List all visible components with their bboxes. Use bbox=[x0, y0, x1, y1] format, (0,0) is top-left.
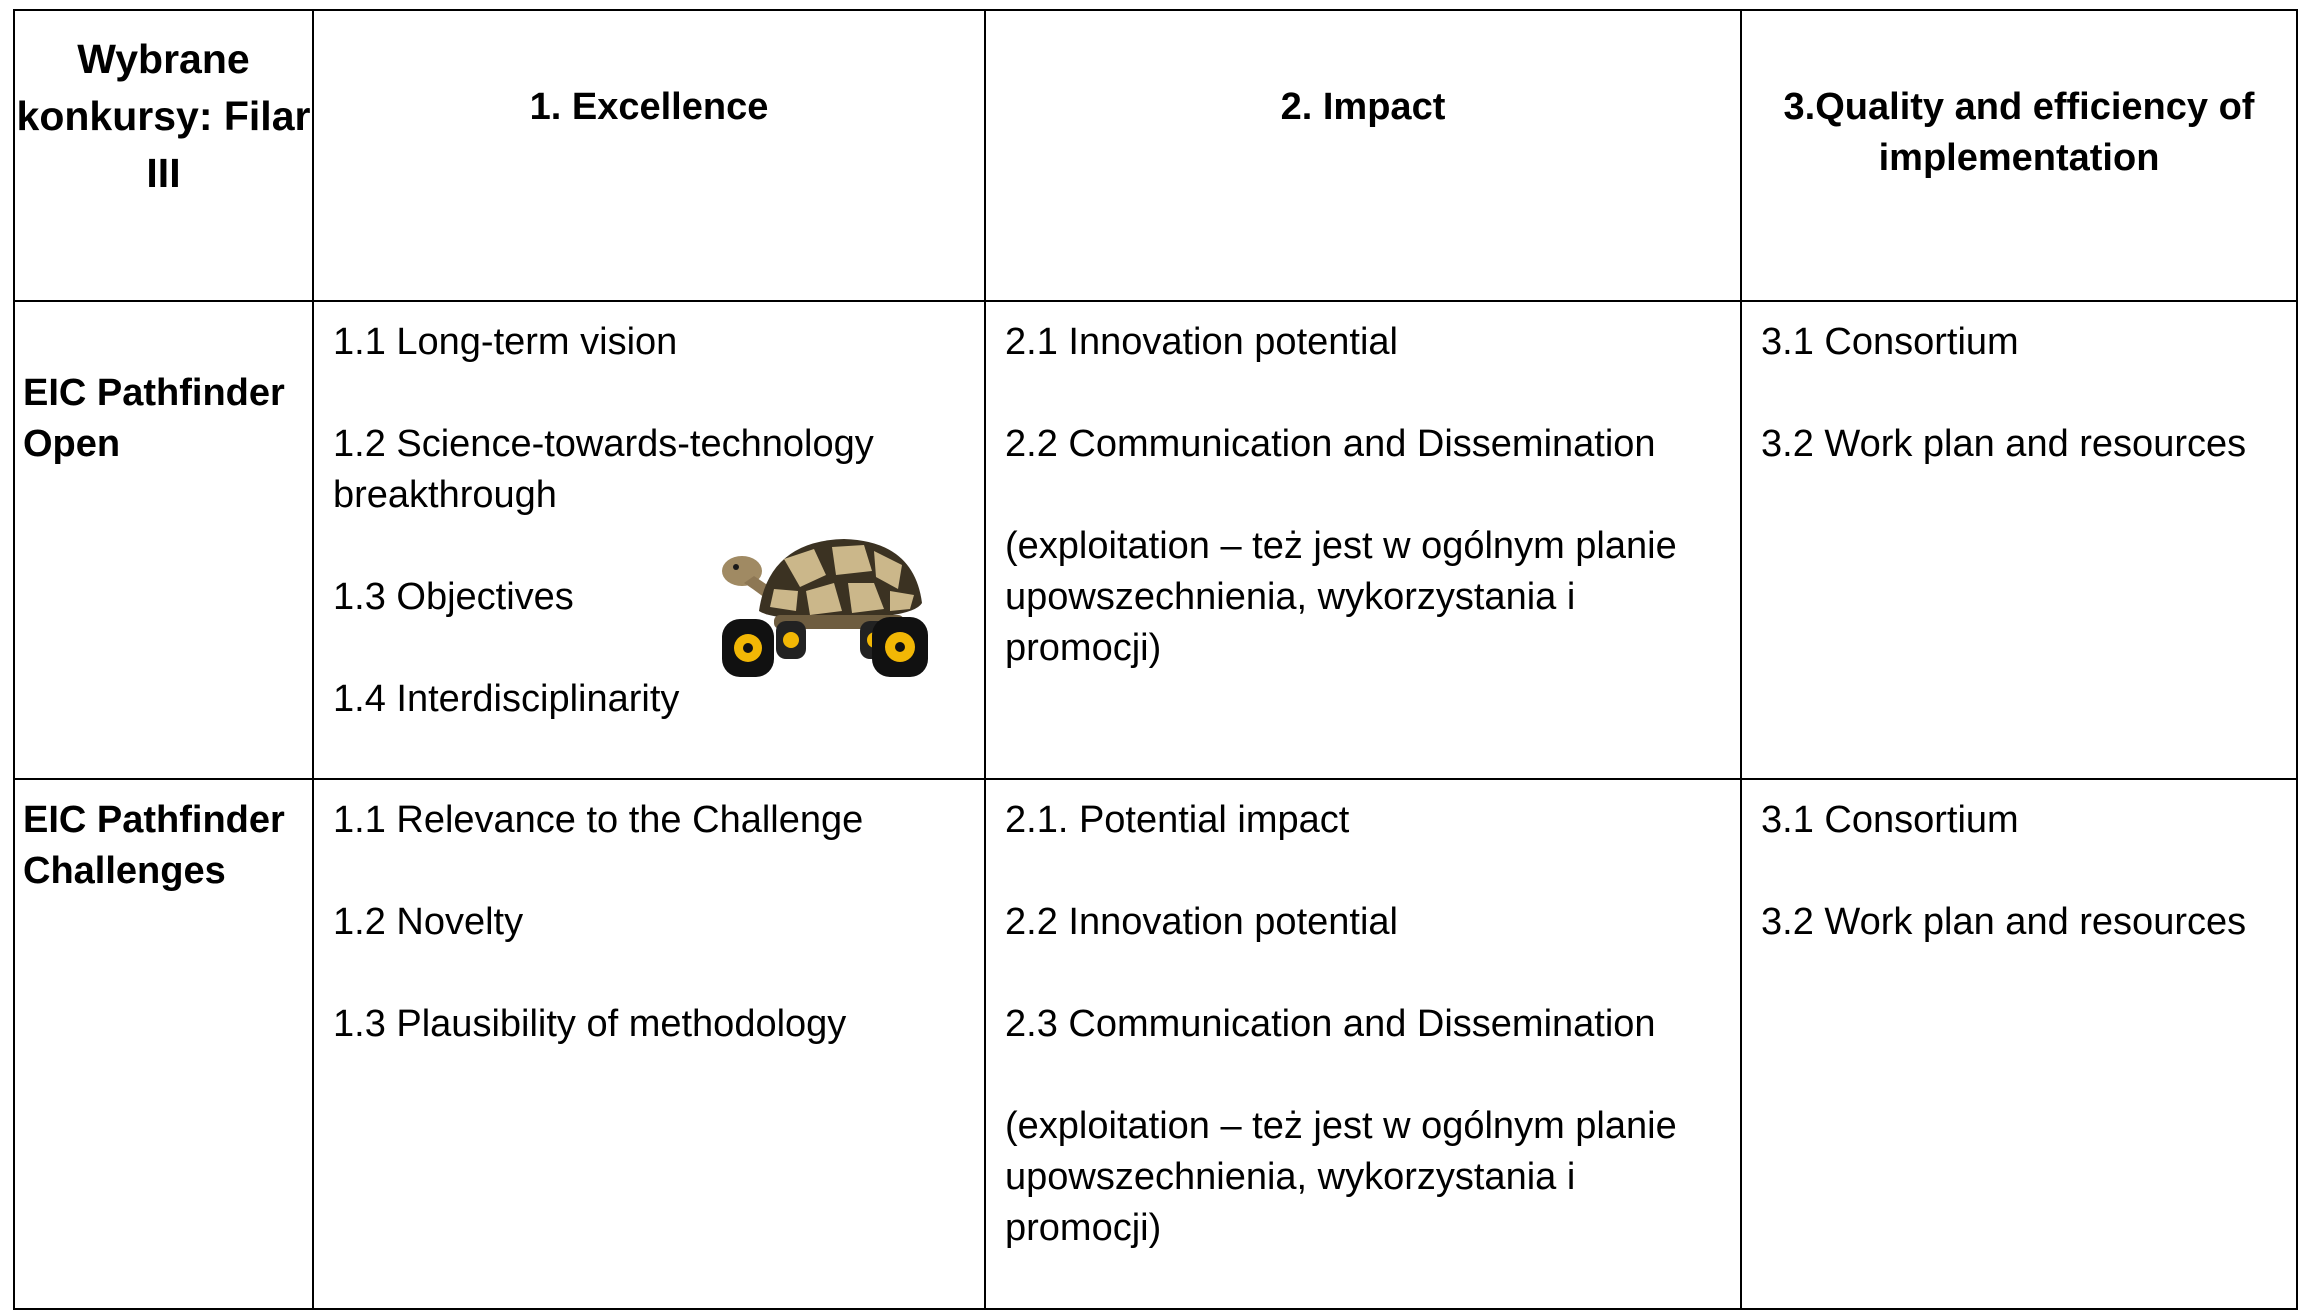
table-row-pathfinder-challenges: EIC Pathfinder Challenges 1.1 Relevance … bbox=[13, 778, 2298, 1310]
criterion-item: 1.1 Relevance to the Challenge bbox=[333, 799, 864, 841]
criterion-item: 1.4 Interdisciplinarity bbox=[333, 678, 680, 720]
table-row-pathfinder-open: EIC Pathfinder Open 1.1 Long-term vision… bbox=[13, 300, 2298, 780]
criterion-item: 1.2 Novelty bbox=[333, 901, 524, 943]
row-label: EIC Pathfinder Challenges bbox=[23, 799, 285, 892]
header-row: Wybrane konkursy: Filar III 1. Excellenc… bbox=[13, 9, 2298, 302]
excellence-cell: 1.1 Relevance to the Challenge 1.2 Novel… bbox=[312, 778, 986, 1310]
criterion-item: 1.1 Long-term vision bbox=[333, 321, 678, 363]
row-label: EIC Pathfinder Open bbox=[23, 372, 285, 465]
turtle-on-wheels-icon bbox=[722, 539, 928, 677]
criterion-item: 1.3 Plausibility of methodology bbox=[333, 1003, 847, 1045]
criterion-item: 2.1 Innovation potential bbox=[1005, 321, 1398, 363]
excellence-cell: 1.1 Long-term vision 1.2 Science-towards… bbox=[312, 300, 986, 780]
quality-cell: 3.1 Consortium 3.2 Work plan and resourc… bbox=[1740, 300, 2298, 780]
criterion-note: (exploitation – też jest w ogólnym plani… bbox=[1005, 525, 1677, 669]
criterion-note: (exploitation – też jest w ogólnym plani… bbox=[1005, 1105, 1677, 1249]
criterion-item: 2.2 Innovation potential bbox=[1005, 901, 1398, 943]
criterion-item: 2.1. Potential impact bbox=[1005, 799, 1350, 841]
criterion-item: 3.1 Consortium bbox=[1761, 799, 2019, 841]
quality-cell: 3.1 Consortium 3.2 Work plan and resourc… bbox=[1740, 778, 2298, 1310]
criterion-item: 2.2 Communication and Dissemination bbox=[1005, 423, 1656, 465]
criterion-item: 1.3 Objectives bbox=[333, 576, 574, 618]
impact-header-label: 2. Impact bbox=[1280, 86, 1446, 128]
criterion-item: 3.2 Work plan and resources bbox=[1761, 901, 2247, 943]
excellence-header-label: 1. Excellence bbox=[529, 86, 769, 128]
criterion-item: 3.1 Consortium bbox=[1761, 321, 2019, 363]
criterion-item: 2.3 Communication and Dissemination bbox=[1005, 1003, 1656, 1045]
impact-header-cell: 2. Impact bbox=[984, 9, 1742, 302]
row-label-cell: EIC Pathfinder Challenges bbox=[13, 778, 314, 1310]
excellence-header-cell: 1. Excellence bbox=[312, 9, 986, 302]
corner-header-cell: Wybrane konkursy: Filar III bbox=[13, 9, 314, 302]
corner-header-label: Wybrane konkursy: Filar III bbox=[16, 36, 311, 196]
criterion-item: 3.2 Work plan and resources bbox=[1761, 423, 2247, 465]
quality-header-label: 3.Quality and efficiency of implementati… bbox=[1783, 86, 2255, 179]
row-label-cell: EIC Pathfinder Open bbox=[13, 300, 314, 780]
impact-cell: 2.1. Potential impact 2.2 Innovation pot… bbox=[984, 778, 1742, 1310]
quality-header-cell: 3.Quality and efficiency of implementati… bbox=[1740, 9, 2298, 302]
criterion-item: 1.2 Science-towards-technology breakthro… bbox=[333, 423, 874, 516]
impact-cell: 2.1 Innovation potential 2.2 Communicati… bbox=[984, 300, 1742, 780]
criteria-table: Wybrane konkursy: Filar III 1. Excellenc… bbox=[13, 9, 2298, 1310]
